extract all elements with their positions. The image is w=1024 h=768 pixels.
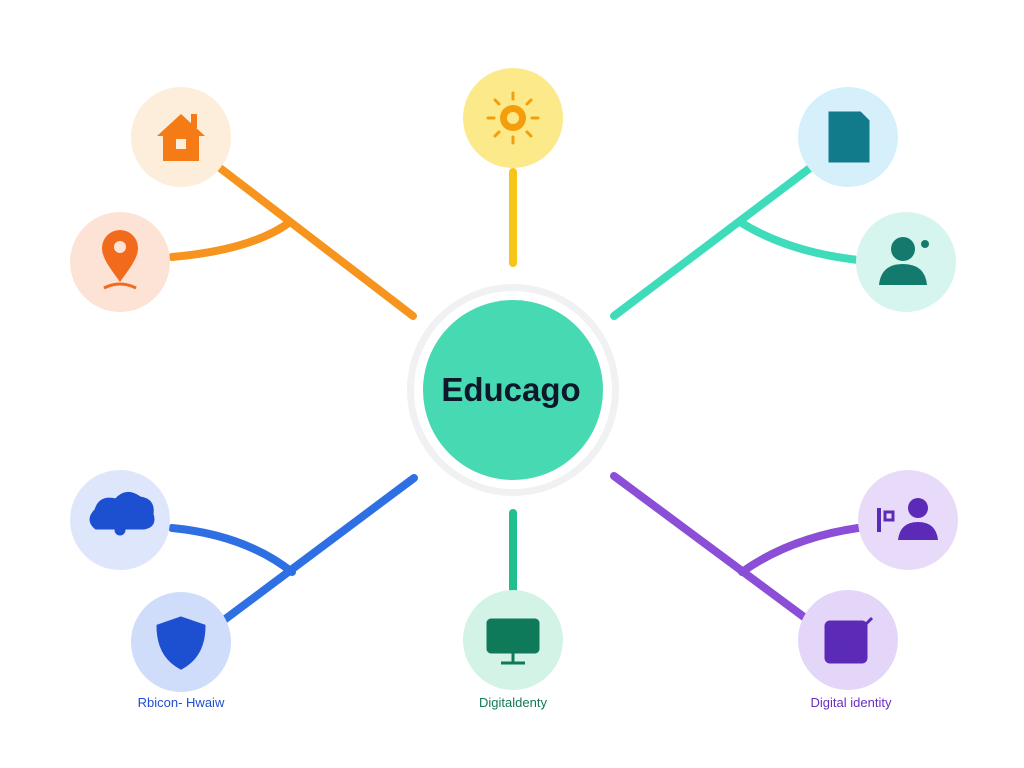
hub-node: Educago bbox=[407, 284, 619, 496]
node-community[interactable] bbox=[856, 212, 956, 312]
node-profile[interactable] bbox=[858, 470, 958, 570]
label-bottom-left: Rbicon- Hwaiw bbox=[138, 695, 225, 710]
cloud-network-icon bbox=[89, 492, 155, 536]
connector-lines bbox=[168, 164, 862, 624]
shield-icon bbox=[156, 616, 206, 670]
label-bottom-right: Digital identity bbox=[811, 695, 892, 710]
branch-line-bottom-left bbox=[220, 474, 418, 624]
node-community-circle bbox=[856, 212, 956, 312]
branch-line-cloud bbox=[168, 524, 296, 576]
branch-line-top-right bbox=[610, 164, 814, 320]
node-location[interactable] bbox=[70, 212, 170, 312]
home-icon bbox=[157, 114, 205, 161]
node-security[interactable] bbox=[131, 592, 231, 692]
document-icon bbox=[828, 111, 870, 163]
label-bottom-center: Digitaldenty bbox=[479, 695, 547, 710]
sun-icon bbox=[486, 91, 540, 145]
branch-line-community bbox=[736, 218, 862, 264]
branch-line-location bbox=[168, 218, 294, 261]
node-home[interactable] bbox=[131, 87, 231, 187]
map-pin-icon bbox=[102, 230, 138, 290]
hub-title: Educago bbox=[441, 371, 580, 408]
node-cloud[interactable] bbox=[70, 470, 170, 570]
node-edit[interactable] bbox=[798, 590, 898, 690]
branch-line-bottom-right bbox=[610, 472, 812, 624]
edit-target-icon bbox=[824, 616, 874, 664]
node-sun[interactable] bbox=[463, 68, 563, 168]
node-monitor[interactable] bbox=[463, 590, 563, 690]
id-person-icon bbox=[877, 498, 938, 540]
monitor-check-icon bbox=[486, 618, 540, 665]
node-document[interactable] bbox=[798, 87, 898, 187]
people-icon bbox=[879, 237, 929, 285]
node-profile-circle bbox=[858, 470, 958, 570]
hub-circle bbox=[423, 300, 603, 480]
branch-line-top-left bbox=[216, 164, 417, 320]
branch-line-profile bbox=[738, 524, 862, 576]
